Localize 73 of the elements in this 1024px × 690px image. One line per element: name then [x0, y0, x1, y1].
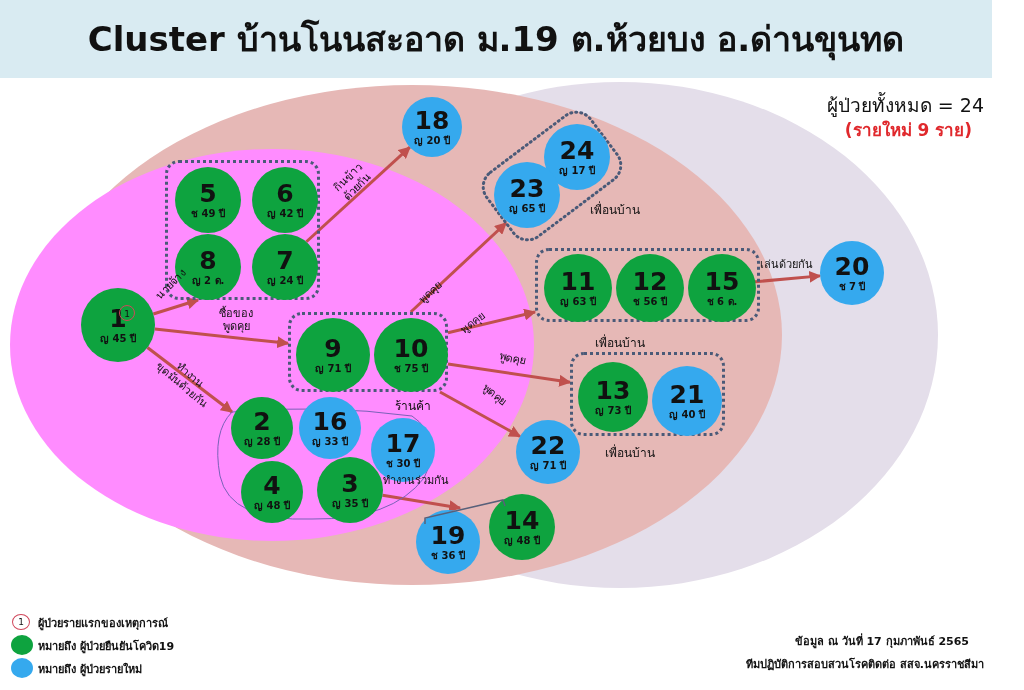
- legend-text: หมายถึง ผู้ป่วยรายใหม่: [38, 661, 142, 678]
- case-number: 8: [199, 247, 217, 274]
- patient-age: ญ 73 ปี: [595, 403, 631, 417]
- patient-age: ญ 28 ปี: [244, 434, 280, 448]
- case-number: 19: [430, 522, 466, 549]
- legend-text: ผู้ป่วยรายแรกของเหตุการณ์: [38, 616, 168, 632]
- group-caption: เพื่อนบ้าน: [595, 333, 645, 352]
- edge-label: ซื้อของ พูดคุย: [218, 307, 254, 333]
- case-number: 21: [669, 381, 705, 408]
- patient-age: ญ 2 ด.: [191, 273, 225, 287]
- case-number: 6: [276, 180, 294, 207]
- arrow: [146, 346, 233, 414]
- case-number: 22: [530, 432, 566, 459]
- total-count: ผู้ป่วยทั้งหมด = 24: [826, 91, 984, 119]
- edge-label: ทำงานร่วมกัน: [382, 473, 450, 487]
- arrow: [447, 308, 537, 335]
- patient-age: ช 56 ปี: [633, 294, 667, 308]
- arrow: [154, 327, 290, 349]
- patient-age: ญ 45 ปี: [100, 331, 136, 345]
- patient-age: ช 6 ด.: [706, 294, 738, 308]
- case-number: 20: [834, 253, 870, 280]
- source-team: ทีมปฏิบัติการสอบสวนโรคติดต่อ สสจ.นครราชสีมา: [746, 656, 984, 673]
- case-number: 23: [509, 175, 545, 202]
- case-number: 5: [199, 180, 217, 207]
- data-date: ข้อมูล ณ วันที่ 17 กุมภาพันธ์ 2565: [794, 632, 969, 650]
- case-number: 15: [704, 268, 740, 295]
- index-case-marker: 1: [12, 614, 30, 630]
- patient-age: ญ 17 ปี: [559, 163, 595, 177]
- patient-age: ญ 24 ปี: [267, 273, 303, 287]
- case-number: 17: [385, 430, 421, 457]
- case-number: 7: [276, 247, 294, 274]
- arrow: [152, 297, 200, 316]
- patient-age: ช 75 ปี: [394, 361, 428, 375]
- case-number: 24: [559, 137, 595, 164]
- case-number: 11: [560, 268, 596, 295]
- edge-label: เล่นด้วยกัน: [758, 257, 814, 271]
- patient-age: ญ 71 ปี: [530, 458, 566, 472]
- case-number: 2: [253, 408, 271, 435]
- patient-age: ญ 65 ปี: [509, 201, 545, 215]
- case-number: 4: [263, 472, 281, 499]
- arrow: [382, 493, 462, 513]
- arrow: [439, 390, 522, 438]
- arrow: [305, 146, 411, 243]
- patient-age: ญ 63 ปี: [560, 294, 596, 308]
- case-number: 18: [414, 107, 450, 134]
- patient-age: ช 36 ปี: [431, 548, 465, 562]
- legend-text: หมายถึง ผู้ป่วยยืนยันโควิด19: [38, 638, 175, 655]
- case-number: 16: [312, 408, 348, 435]
- patient-age: ญ 71 ปี: [315, 361, 351, 375]
- patient-age: ญ 40 ปี: [669, 407, 705, 421]
- arrow: [447, 362, 572, 387]
- patient-age: ญ 48 ปี: [254, 498, 290, 512]
- edge-label: พูดคุย: [496, 348, 528, 368]
- case-number: 12: [632, 268, 668, 295]
- case-number: 9: [324, 335, 342, 362]
- case-number: 14: [504, 507, 540, 534]
- group-caption: เพื่อนบ้าน: [605, 443, 655, 462]
- group-caption: ร้านค้า: [395, 398, 431, 415]
- title-banner: Cluster บ้านโนนสะอาด ม.19 ต.ห้วยบง อ.ด่านขุนทด: [0, 0, 992, 78]
- group-caption: เพื่อนบ้าน: [590, 200, 640, 219]
- patient-age: ญ 33 ปี: [312, 434, 348, 448]
- patient-age: ช 7 ปี: [838, 279, 866, 293]
- patient-age: ญ 42 ปี: [267, 206, 303, 220]
- patient-age: ช 49 ปี: [191, 206, 225, 220]
- patient-age: ช 30 ปี: [386, 456, 420, 470]
- patient-age: ญ 20 ปี: [414, 133, 450, 147]
- case-number: 10: [393, 335, 429, 362]
- case-number: 3: [341, 470, 359, 497]
- patient-age: ญ 35 ปี: [332, 496, 368, 510]
- case-number: 13: [595, 377, 631, 404]
- patient-age: ญ 48 ปี: [504, 533, 540, 547]
- new-cases-note: (รายใหม่ 9 ราย): [844, 119, 972, 142]
- arrow: [409, 221, 508, 314]
